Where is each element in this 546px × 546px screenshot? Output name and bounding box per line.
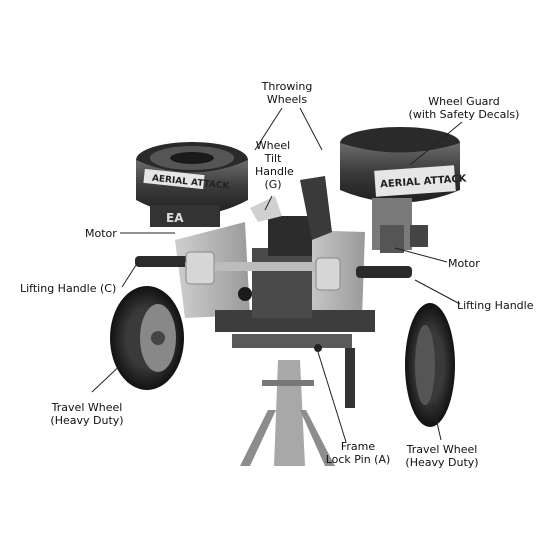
label-motor-right: Motor — [448, 257, 480, 270]
travel-wheel-right — [405, 303, 455, 427]
frame-lock-pin — [314, 344, 355, 408]
label-frame-lock-pin: Frame Lock Pin (A) — [325, 440, 391, 466]
throwing-wheel-left: AERIAL ATTACK EA — [136, 142, 248, 227]
label-throwing-wheels: Throwing Wheels — [261, 80, 313, 106]
travel-wheel-left — [110, 286, 184, 390]
label-lifting-handle-c: Lifting Handle (C) — [20, 282, 117, 295]
leader-lines — [91, 107, 463, 443]
throwing-wheel-right: AERIAL ATTACK — [340, 127, 468, 253]
label-travel-wheel-left: Travel Wheel (Heavy Duty) — [50, 401, 124, 427]
lifting-handle-bar — [135, 251, 412, 301]
machine-frame — [175, 216, 375, 348]
label-wheel-tilt-handle: Wheel Tilt Handle (G) — [255, 139, 294, 191]
motor-logo: EA — [166, 211, 184, 225]
label-wheel-guard: Wheel Guard (with Safety Decals) — [408, 95, 520, 121]
label-motor-left: Motor — [85, 227, 117, 240]
label-travel-wheel-right: Travel Wheel (Heavy Duty) — [405, 443, 479, 469]
label-lifting-handle: Lifting Handle — [457, 299, 534, 312]
tripod-stand — [240, 360, 335, 466]
